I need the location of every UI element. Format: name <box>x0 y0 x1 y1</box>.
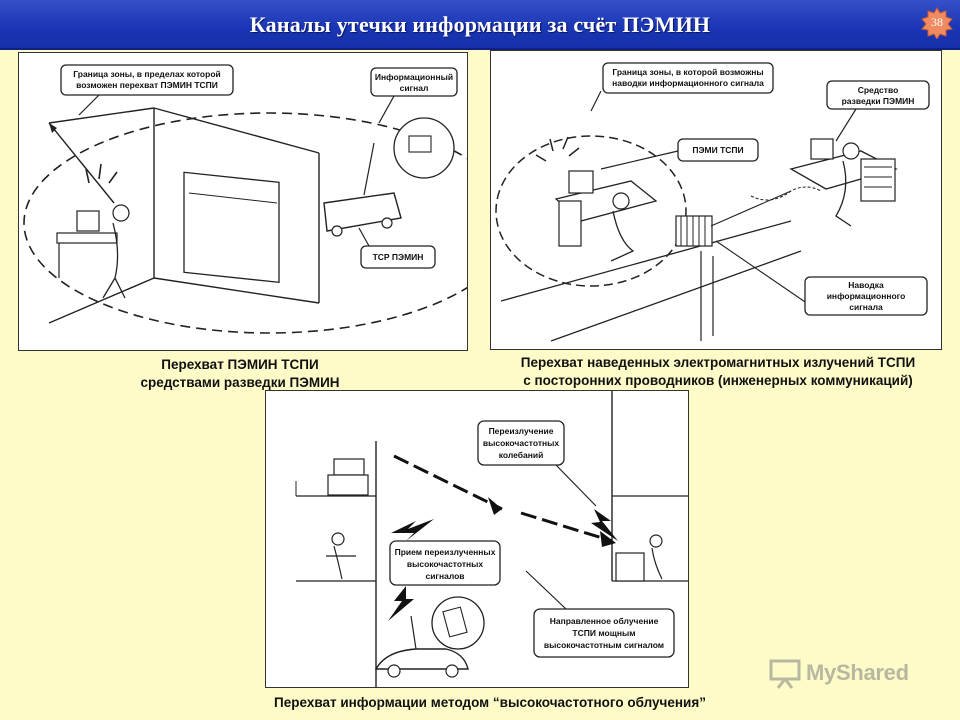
callout-zone-line2: возможен перехват ПЭМИН ТСПИ <box>76 80 218 90</box>
callout-reemit-line3: колебаний <box>499 450 544 460</box>
page-number: 38 <box>931 15 943 29</box>
callout-signal-line2: сигнал <box>400 83 429 93</box>
caption-panel2-line2: с посторонних проводников (инженерных ко… <box>523 373 913 388</box>
illustration-office-van: Граница зоны, в пределах которой возможе… <box>23 64 467 334</box>
callout-induction-line1: Наводка <box>848 280 884 290</box>
page-number-badge: 38 <box>921 7 953 40</box>
watermark-text: MyShared <box>806 660 909 685</box>
callout-directed-line1: Направленное облучение <box>550 616 659 626</box>
watermark-logo: MyShared <box>768 657 938 689</box>
caption-panel2: Перехват наведенных электромагнитных изл… <box>470 354 960 390</box>
caption-panel2-line1: Перехват наведенных электромагнитных изл… <box>520 355 916 370</box>
callout-reemit-line2: высокочастотных <box>483 438 560 448</box>
callout-zone2-line1: Граница зоны, в которой возможны <box>612 67 763 77</box>
presentation-board-icon <box>769 659 801 689</box>
panel-hf-irradiation: Переизлучение высокочастотных колебаний … <box>265 390 689 688</box>
callout-directed-line2: ТСПИ мощным <box>572 628 635 638</box>
caption-panel1-line1: Перехват ПЭМИН ТСПИ <box>161 357 319 372</box>
callout-reemit-line1: Переизлучение <box>489 426 554 436</box>
caption-panel1-line2: средствами разведки ПЭМИН <box>140 375 340 390</box>
callout-zone-line1: Граница зоны, в пределах которой <box>73 69 220 79</box>
callout-means-line1: Средство <box>858 85 899 95</box>
title-bar: Каналы утечки информации за счёт ПЭМИН 3… <box>0 0 960 50</box>
illustration-hf-irradiation: Переизлучение высокочастотных колебаний … <box>295 391 688 687</box>
panel-pemin-interception: Граница зоны, в пределах которой возможе… <box>18 52 468 351</box>
callout-receive-line2: высокочастотных <box>407 559 484 569</box>
callout-means-line2: разведки ПЭМИН <box>842 96 915 106</box>
caption-panel3: Перехват информации методом “высокочасто… <box>274 695 706 710</box>
illustration-office-conductors: Граница зоны, в которой возможны наводки… <box>495 62 930 342</box>
callout-zone2-line2: наводки информационного сигнала <box>612 78 764 88</box>
callout-signal-line1: Информационный <box>375 72 453 82</box>
callout-induction-line2: информационного <box>827 291 906 301</box>
callout-directed-line3: высокочастотным сигналом <box>544 640 664 650</box>
caption-panel1: Перехват ПЭМИН ТСПИ средствами разведки … <box>60 356 420 392</box>
callout-receive-line1: Прием переизлученных <box>395 547 496 557</box>
callout-tsr: ТСР ПЭМИН <box>373 252 424 262</box>
callout-pemi: ПЭМИ ТСПИ <box>692 145 743 155</box>
panel-induced-emissions: Граница зоны, в которой возможны наводки… <box>490 50 942 350</box>
callout-receive-line3: сигналов <box>425 571 464 581</box>
callout-induction-line3: сигнала <box>849 302 883 312</box>
slide-title: Каналы утечки информации за счёт ПЭМИН <box>249 12 711 37</box>
